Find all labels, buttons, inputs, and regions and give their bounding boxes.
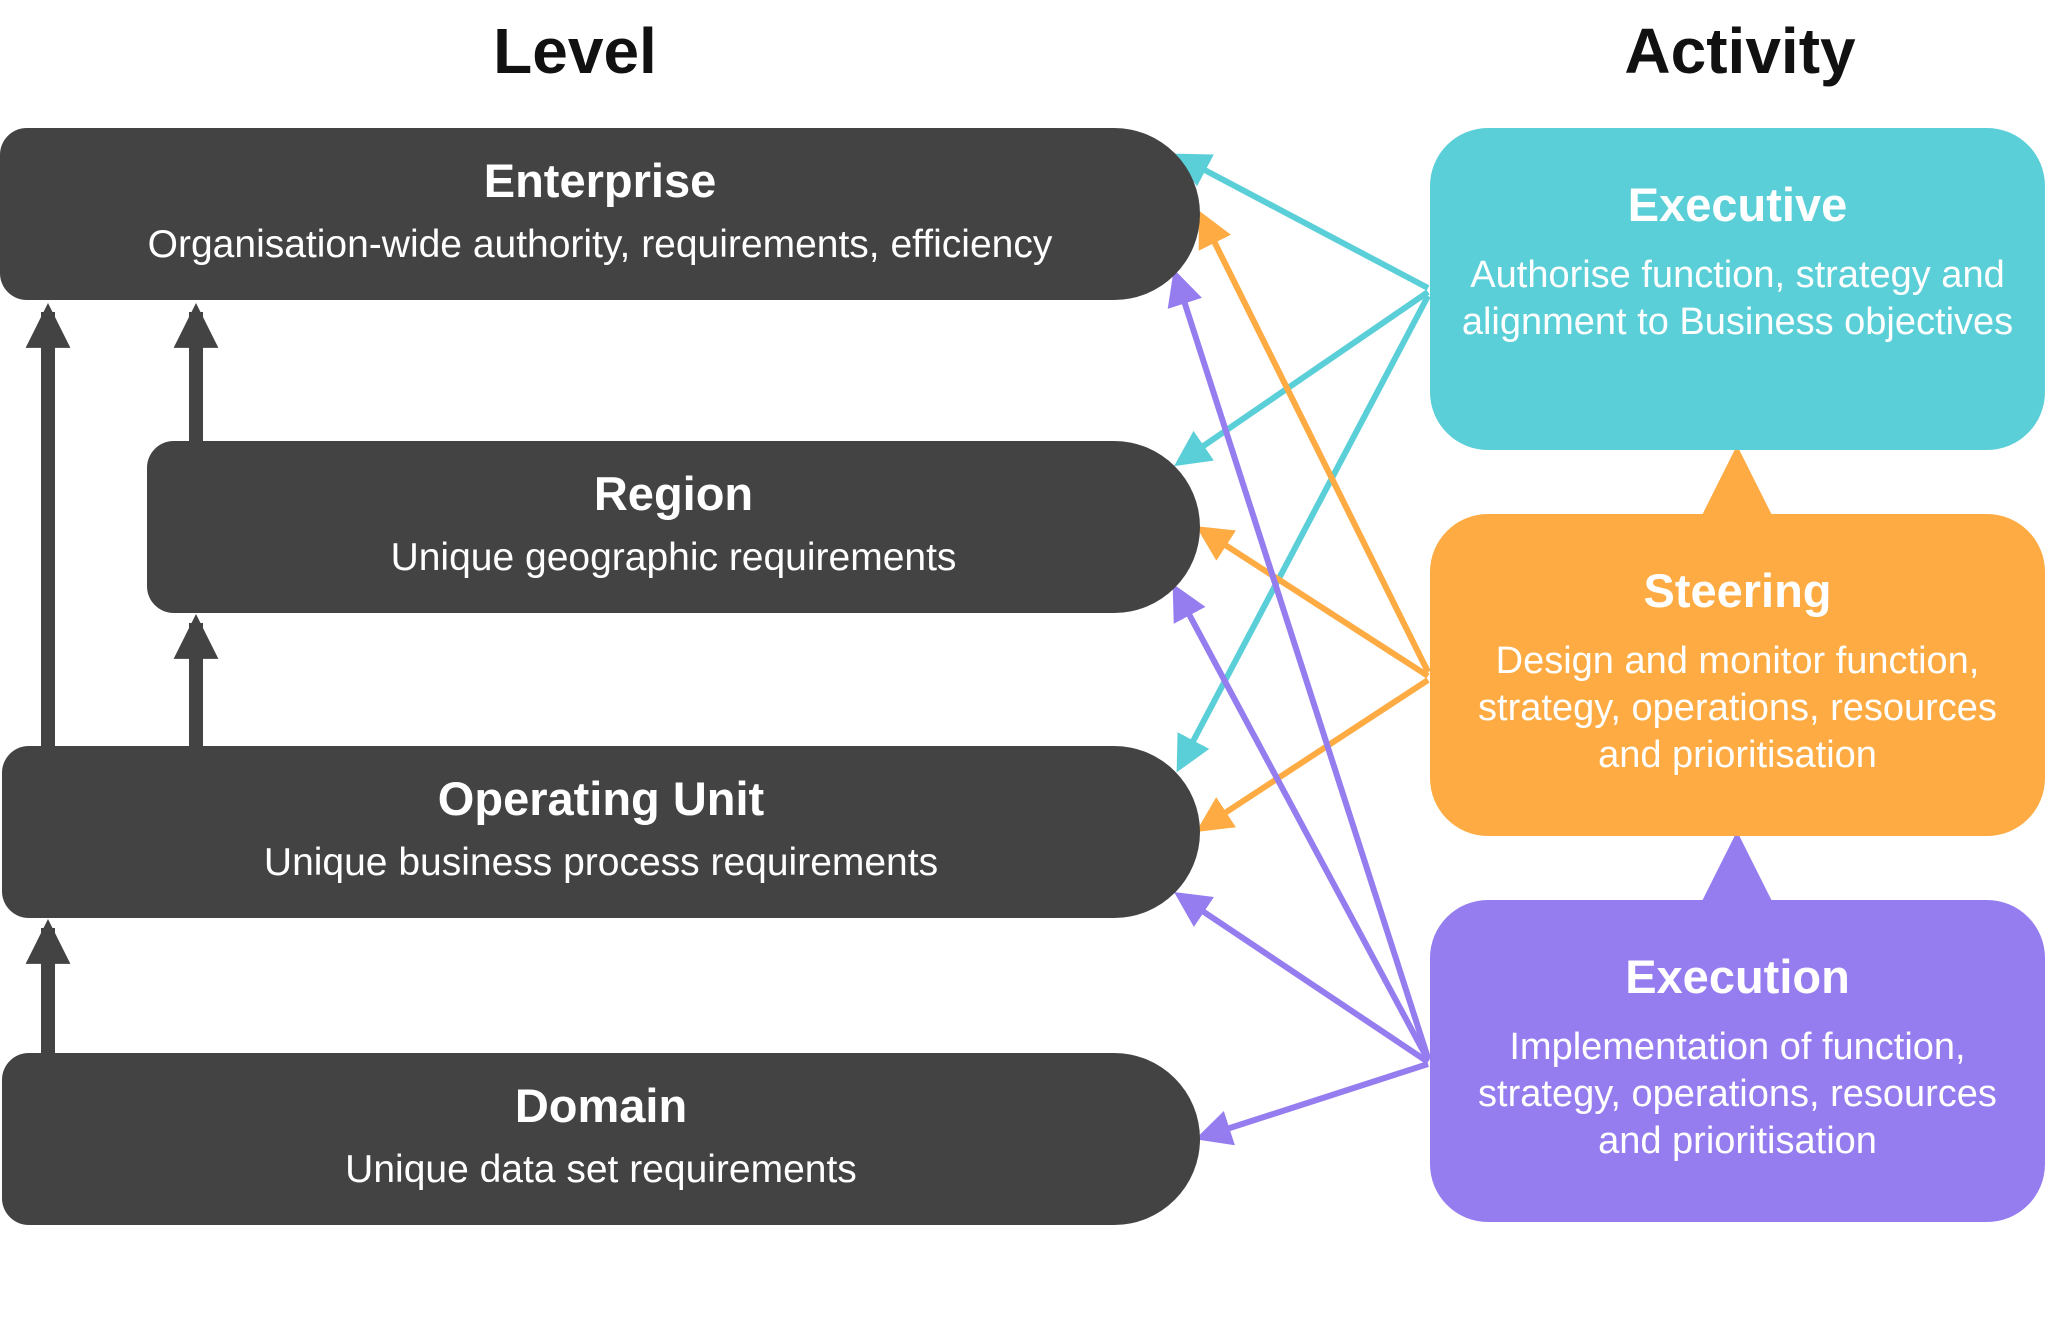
activity-execution: Execution Implementation of function, st… — [1430, 900, 2045, 1222]
level-domain: Domain Unique data set requirements — [2, 1053, 1200, 1225]
activity-description: Design and monitor function, strategy, o… — [1478, 640, 1997, 776]
activity-title: Executive — [1627, 178, 1848, 231]
arrow-executive-to-region — [1174, 289, 1430, 467]
activity-executive: Executive Authorise function, strategy a… — [1430, 128, 2045, 450]
level-title: Domain — [514, 1079, 688, 1132]
activity-description: Implementation of function, strategy, op… — [1478, 1026, 1997, 1162]
level-title: Region — [593, 467, 754, 520]
level-description: Unique business process requirements — [263, 841, 939, 884]
arrow-steering-to-enterprise — [1198, 210, 1431, 674]
level-title: Enterprise — [483, 154, 717, 207]
arrow-steering-to-region — [1195, 526, 1430, 679]
level-description: Organisation-wide authority, requirement… — [147, 223, 1053, 266]
arrow-executive-to-enterprise — [1173, 153, 1430, 291]
arrow-execution-to-region — [1172, 583, 1431, 1062]
activity-description: Authorise function, strategy and alignme… — [1461, 254, 2014, 343]
activity-heading: Activity — [1624, 15, 1856, 87]
activity-title: Steering — [1643, 564, 1832, 617]
arrow-execution-to-enterprise — [1167, 269, 1431, 1059]
level-description: Unique data set requirements — [345, 1148, 857, 1191]
level-heading: Level — [493, 15, 657, 87]
arrow-steering-to-opunit — [1195, 677, 1430, 832]
level-title: Operating Unit — [437, 772, 765, 825]
activity-steering: Steering Design and monitor function, st… — [1430, 514, 2045, 836]
level-operating-unit: Operating Unit Unique business process r… — [2, 746, 1200, 918]
activity-title: Execution — [1625, 950, 1850, 1003]
arrow-execution-to-domain — [1195, 1061, 1429, 1146]
level-region: Region Unique geographic requirements — [147, 441, 1200, 613]
level-enterprise: Enterprise Organisation-wide authority, … — [0, 128, 1200, 300]
arrow-executive-to-opunit — [1176, 294, 1431, 773]
level-description: Unique geographic requirements — [390, 536, 957, 579]
arrow-execution-to-opunit — [1174, 891, 1430, 1065]
